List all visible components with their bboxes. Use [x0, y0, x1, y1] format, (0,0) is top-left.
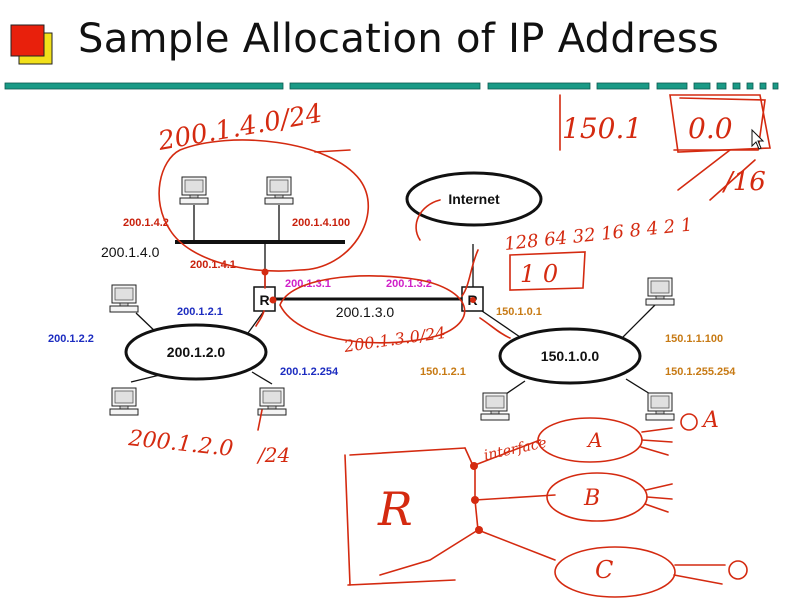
- handwritten-annotations: [158, 94, 771, 598]
- pc-icon: [645, 277, 675, 306]
- annotation-left-bottom: 200.1.2.0: [126, 426, 234, 462]
- host-200-1-4-100: 200.1.4.100: [292, 217, 350, 229]
- title-rule: [4, 82, 779, 90]
- host-200-1-2-1: 200.1.2.1: [177, 306, 223, 318]
- annotation-outside-a: A: [701, 408, 719, 433]
- title-decoration: [4, 24, 779, 90]
- annotation-bit-weights: 128 64 32 16 8 4 2 1: [503, 214, 693, 255]
- annotation-cloud-c: C: [595, 556, 613, 584]
- annotation-slash-16: /16: [721, 167, 766, 197]
- network-150-1-0-0: [498, 327, 642, 385]
- annotation-bits: 1 0: [520, 260, 558, 288]
- pc-icon: [645, 392, 675, 421]
- pc-icon: [109, 284, 139, 313]
- annotation-left-bottom-mask: /24: [256, 443, 290, 467]
- network-200-1-2-0: [124, 323, 268, 381]
- annotation-top-left: 200.1.4.0/24: [155, 99, 325, 158]
- link-router1-net-left: [247, 310, 265, 334]
- link-router2-net-right: [481, 310, 521, 338]
- pc-icon: [179, 176, 209, 205]
- annotation-top-right-b: 0.0: [688, 112, 733, 145]
- annotation-right-r: R: [377, 482, 413, 536]
- internet-cloud: [405, 171, 543, 227]
- annotation-top-right-a: 150.1: [562, 112, 642, 145]
- annotation-cloud-b: B: [583, 486, 600, 511]
- net-150-1-0-0: 150.1.0.0: [541, 348, 600, 364]
- annotation-cloud-a: A: [586, 428, 602, 452]
- host-150-1-255-254: 150.1.255.254: [665, 366, 736, 378]
- pc-icon: [480, 392, 510, 421]
- host-200-1-3-2: 200.1.3.2: [386, 278, 432, 290]
- slide-title: Sample Allocation of IP Address: [78, 16, 720, 62]
- host-200-1-4-2: 200.1.4.2: [123, 217, 169, 229]
- pc-icon: [264, 176, 294, 205]
- net-200-1-4-0: 200.1.4.0: [101, 244, 160, 260]
- title-square-front: [10, 24, 45, 57]
- host-150-1-2-1: 150.1.2.1: [420, 366, 466, 378]
- net-200-1-2-0: 200.1.2.0: [167, 344, 226, 360]
- router-left-label: R: [259, 292, 269, 308]
- host-200-1-2-2: 200.1.2.2: [48, 333, 94, 345]
- cursor-icon: [751, 128, 765, 150]
- net-200-1-3-0: 200.1.3.0: [336, 304, 395, 320]
- pc-icon: [109, 387, 139, 416]
- internet-label: Internet: [448, 191, 500, 207]
- annotation-middle: 200.1.3.0/24: [342, 323, 447, 356]
- host-200-1-2-254: 200.1.2.254: [280, 366, 339, 378]
- host-150-1-1-100: 150.1.1.100: [665, 333, 723, 345]
- host-200-1-4-1: 200.1.4.1: [190, 259, 236, 271]
- handwritten-dots: [261, 268, 483, 534]
- annotation-interface: interface: [483, 435, 549, 464]
- host-150-1-0-1: 150.1.0.1: [496, 306, 542, 318]
- title-area: Sample Allocation of IP Address: [0, 0, 798, 95]
